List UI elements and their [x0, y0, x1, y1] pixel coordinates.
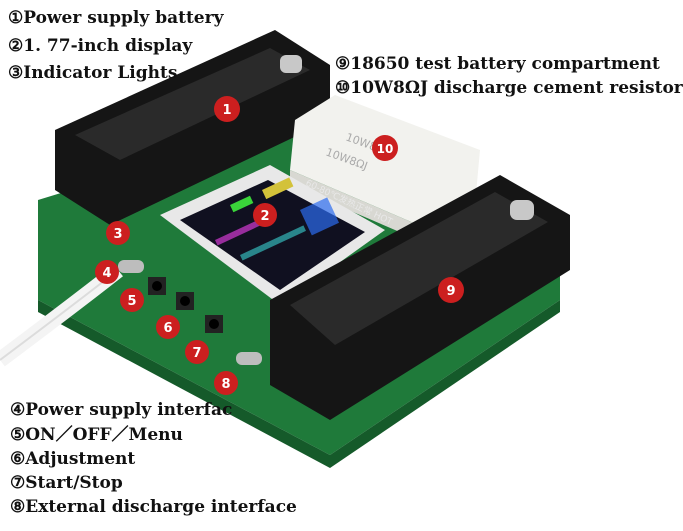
marker-5: 5: [120, 288, 144, 312]
svg-text:9: 9: [446, 284, 455, 299]
label-power-supply-interface: ④Power supply interfac: [10, 400, 233, 420]
marker-1: 1: [214, 96, 240, 122]
marker-10: 10: [372, 135, 398, 161]
cement-resistor: 10W8ΩJ 10W8ΩJ: [290, 95, 480, 245]
usb-port-discharge: [236, 352, 262, 365]
marker-9: 9: [438, 277, 464, 303]
label-display: ②1. 77-inch display: [8, 36, 193, 56]
marker-7: 7: [185, 340, 209, 364]
svg-text:6: 6: [163, 321, 172, 336]
board-buttons: [148, 277, 223, 333]
svg-text:8: 8: [221, 377, 230, 392]
marker-4: 4: [95, 260, 119, 284]
svg-text:4: 4: [102, 266, 111, 281]
usb-port-power: [118, 260, 144, 273]
svg-text:5: 5: [127, 294, 136, 309]
label-start-stop: ⑦Start/Stop: [10, 473, 123, 493]
svg-text:7: 7: [192, 346, 201, 361]
marker-3: 3: [106, 221, 130, 245]
label-adjustment: ⑥Adjustment: [10, 449, 136, 469]
svg-text:10: 10: [377, 142, 394, 156]
power-battery-holder: [55, 30, 330, 225]
marker-8: 8: [214, 371, 238, 395]
label-external-discharge-interface: ⑧External discharge interface: [10, 497, 297, 517]
label-indicator-lights: ③Indicator Lights: [8, 63, 178, 83]
marker-6: 6: [156, 315, 180, 339]
svg-text:2: 2: [260, 209, 269, 224]
label-discharge-resistor: ⑩10W8ΩJ discharge cement resistor: [335, 78, 683, 98]
svg-text:1: 1: [222, 103, 231, 118]
label-on-off-menu: ⑤ON／OFF／Menu: [10, 425, 183, 445]
svg-text:3: 3: [113, 227, 122, 242]
marker-2: 2: [253, 203, 277, 227]
label-test-battery-compartment: ⑨18650 test battery compartment: [335, 54, 660, 74]
test-battery-holder: [270, 175, 570, 420]
label-power-supply-battery: ①Power supply battery: [8, 8, 224, 28]
